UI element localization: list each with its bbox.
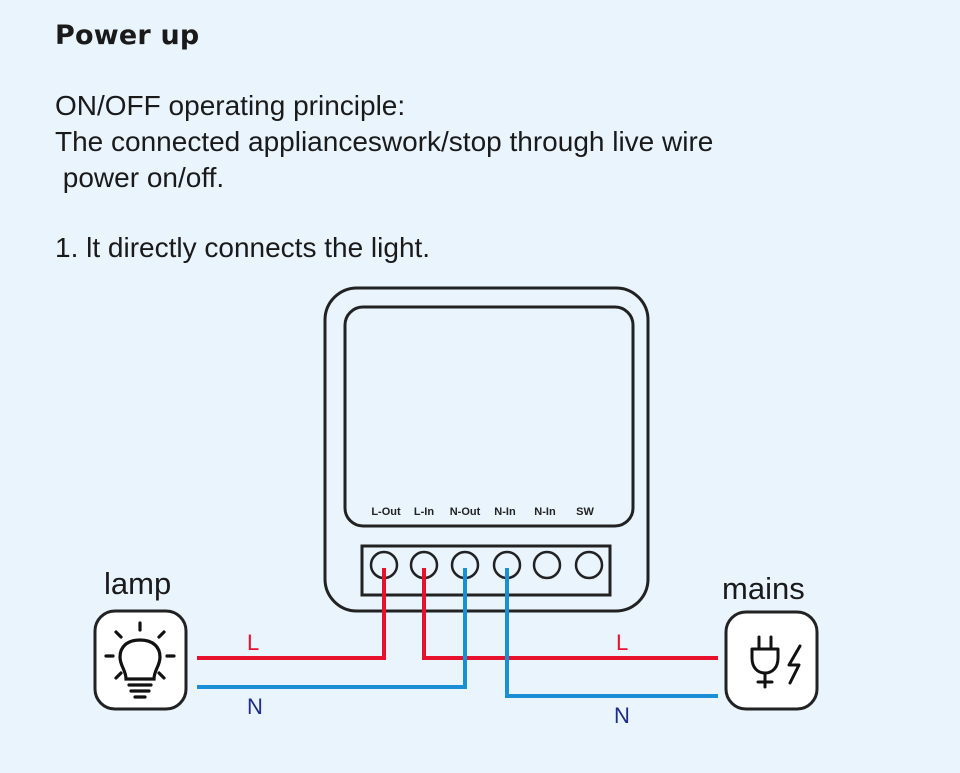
neutral-wire-lamp — [197, 568, 467, 689]
lamp-label: lamp — [104, 566, 172, 601]
principle-line: ON/OFF operating principle: — [55, 90, 406, 121]
neutral-wire-mains — [505, 568, 718, 698]
terminal-block — [360, 544, 612, 597]
terminal-screw — [574, 550, 604, 580]
light-bulb-icon — [104, 621, 176, 699]
terminal-label-n-in: N-In — [494, 506, 516, 518]
terminal-label-sw: SW — [576, 506, 594, 518]
terminal-label-n-out: N-Out — [450, 506, 481, 518]
mains-box — [724, 610, 819, 711]
terminal-label-l-out: L-Out — [371, 506, 401, 518]
terminal-screw — [532, 550, 562, 580]
principle-line: power on/off. — [55, 162, 225, 193]
mains-label: mains — [722, 571, 805, 606]
page-title: Power up — [55, 20, 200, 51]
principle-line: The connected applianceswork/stop throug… — [55, 126, 714, 157]
live-label-left: L — [247, 630, 259, 655]
terminal-label-n-in-2: N-In — [534, 506, 556, 518]
terminal-label-l-in: L-In — [414, 506, 434, 518]
live-wire-lamp — [197, 568, 386, 660]
switch-module-face — [343, 305, 635, 528]
principle-text: ON/OFF operating principle: The connecte… — [55, 88, 713, 196]
step-text: 1. lt directly connects the light. — [55, 232, 431, 263]
neutral-label-left: N — [247, 694, 263, 719]
live-wire-mains — [422, 568, 718, 660]
live-label-right: L — [616, 630, 628, 655]
neutral-label-right: N — [614, 703, 630, 728]
power-plug-icon — [750, 635, 802, 689]
